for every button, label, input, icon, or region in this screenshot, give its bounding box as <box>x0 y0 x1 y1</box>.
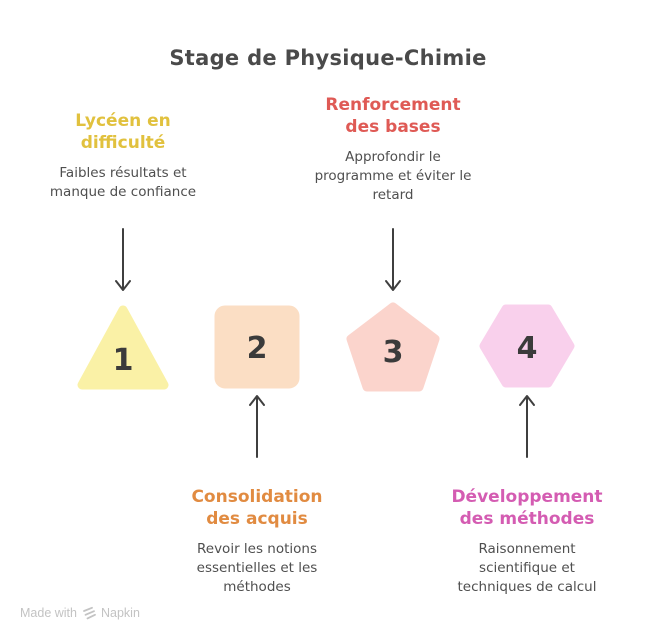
up-arrow-icon <box>519 395 535 458</box>
up-arrow-icon <box>249 395 265 458</box>
step-1-number: 1 <box>113 343 134 378</box>
step-1-description: Faibles résultats et manque de confiance <box>49 165 197 201</box>
step-4-heading: Développement des méthodes <box>451 487 603 530</box>
step-3-description: Approfondir le programme et éviter le re… <box>314 149 472 203</box>
step-1-heading: Lycéen en difficulté <box>75 111 171 154</box>
watermark-prefix: Made with <box>20 606 77 620</box>
step-2-description: Revoir les notions essentielles et les m… <box>196 541 318 595</box>
down-arrow-icon <box>385 228 401 291</box>
step-2-label-block: Consolidation des acquis Revoir les noti… <box>162 486 352 597</box>
step-1-shape-triangle: 1 <box>73 300 173 392</box>
step-2-number: 2 <box>247 331 268 366</box>
watermark: Made with Napkin <box>20 606 140 620</box>
step-3-heading: Renforcement des bases <box>325 95 461 138</box>
step-3-shape-pentagon: 3 <box>343 300 443 392</box>
step-1-label-block: Lycéen en difficulté Faibles résultats e… <box>28 110 218 202</box>
down-arrow-icon <box>115 228 131 291</box>
step-3-label-block: Renforcement des bases Approfondir le pr… <box>298 94 488 205</box>
watermark-brand: Napkin <box>100 606 140 620</box>
step-2-heading: Consolidation des acquis <box>191 487 323 530</box>
step-4-number: 4 <box>517 331 538 366</box>
step-4-shape-hexagon: 4 <box>477 300 577 392</box>
step-3-number: 3 <box>383 335 404 370</box>
page-title: Stage de Physique-Chimie <box>169 46 487 70</box>
step-4-description: Raisonnement scientifique et techniques … <box>457 541 597 595</box>
step-4-label-block: Développement des méthodes Raisonnement … <box>432 486 622 597</box>
step-2-shape-square: 2 <box>207 300 307 392</box>
napkin-logo-icon <box>83 606 96 620</box>
